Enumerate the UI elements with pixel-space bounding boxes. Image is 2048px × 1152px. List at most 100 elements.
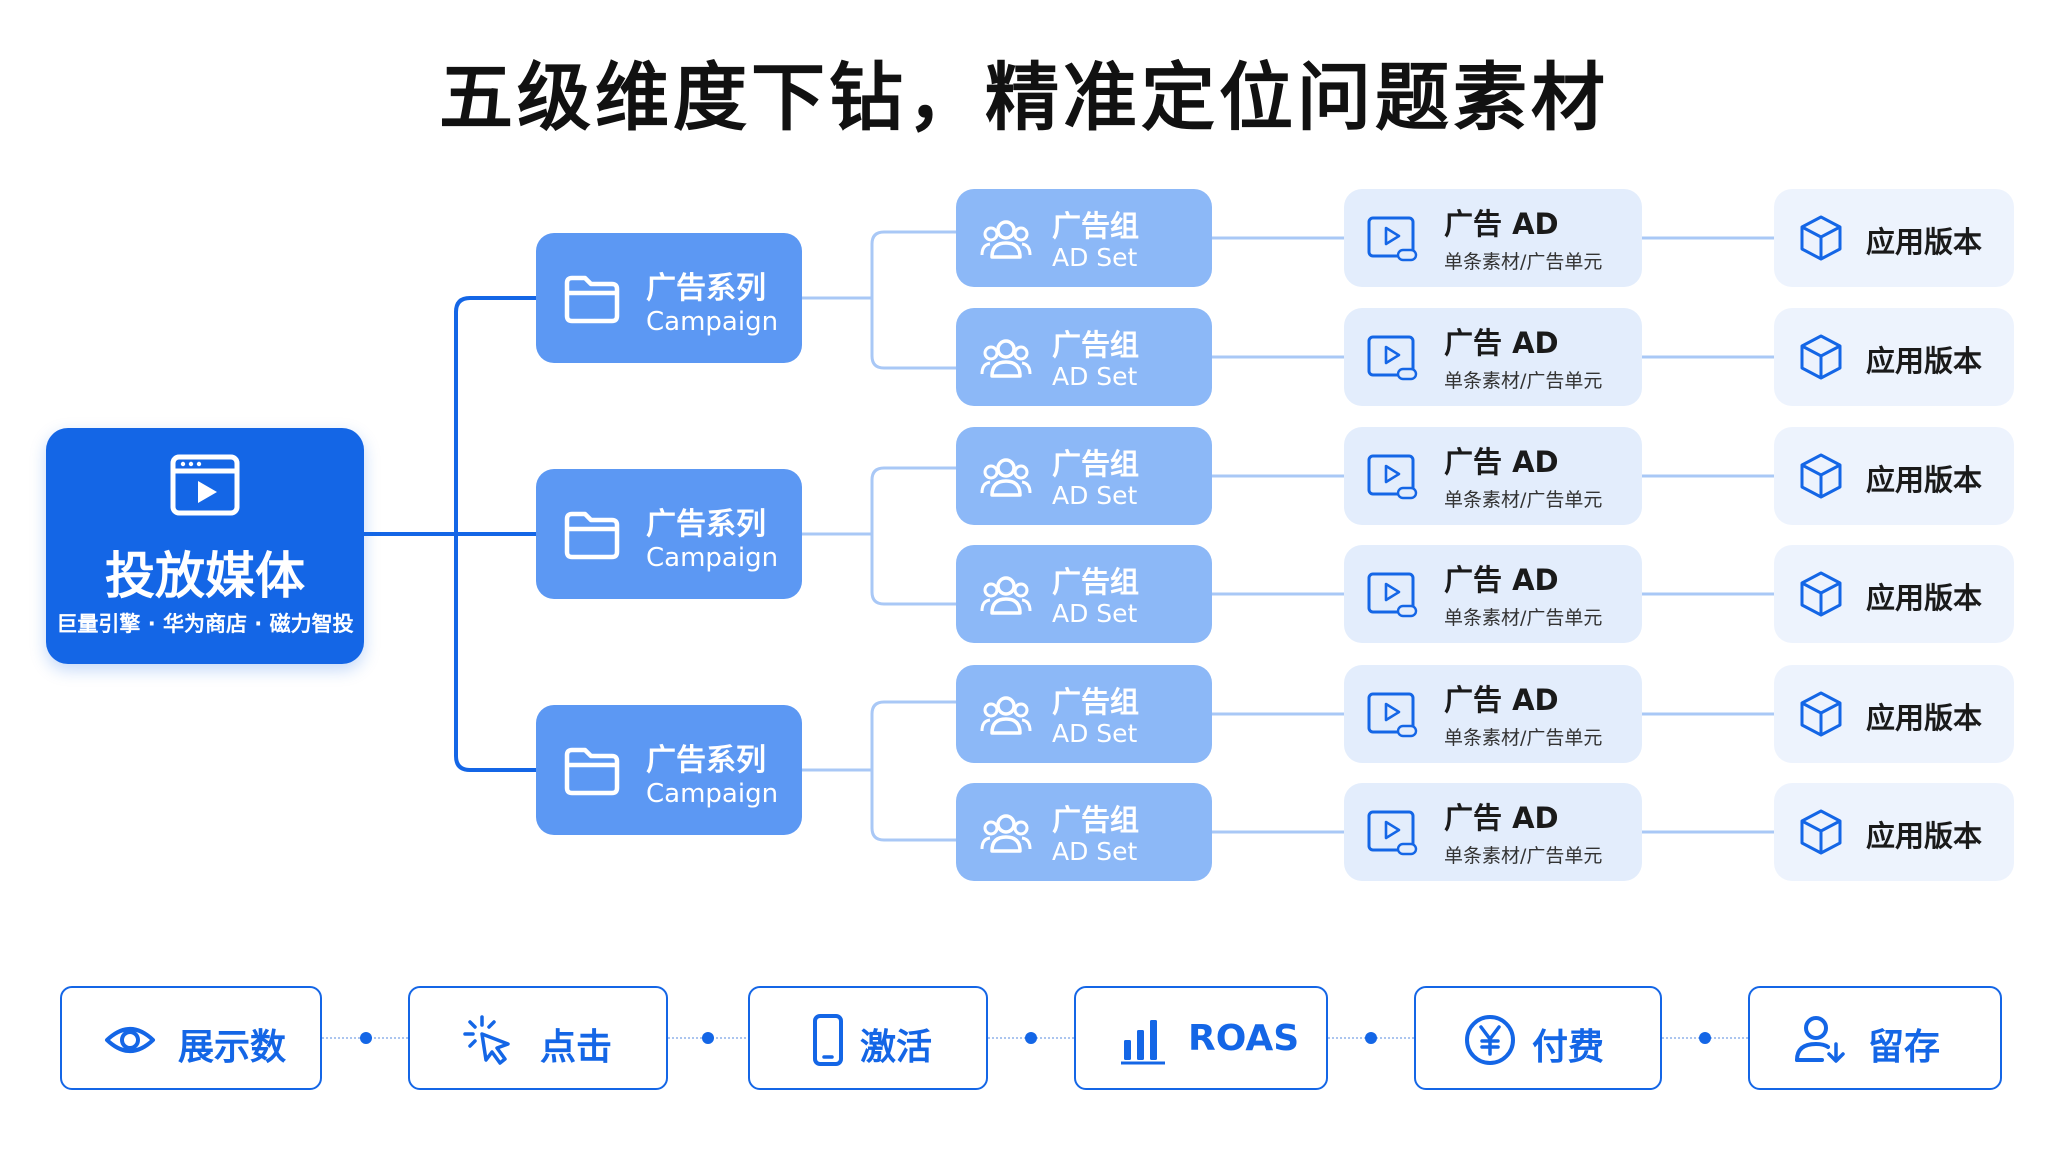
ad-sub: 单条素材/广告单元 [1444, 370, 1603, 392]
campaign-label: 广告系列 [646, 507, 766, 542]
ad-label: 广告 AD [1444, 207, 1559, 241]
adset-label: 广告组 [1052, 803, 1140, 837]
ad-label: 广告 AD [1444, 801, 1559, 835]
adset-node[interactable]: 广告组 AD Set [956, 308, 1212, 406]
version-label: 应用版本 [1866, 225, 1983, 259]
ad-node[interactable]: 广告 AD 单条素材/广告单元 [1344, 545, 1642, 643]
cube-icon [1800, 215, 1842, 261]
campaign-branch-lines [800, 230, 958, 842]
yen-icon [1465, 1015, 1515, 1065]
eye-icon [105, 1027, 155, 1053]
user-download-icon [1795, 1016, 1845, 1063]
version-node[interactable]: 应用版本 [1774, 783, 2014, 881]
metric-label: 点击 [540, 1027, 613, 1068]
adset-node[interactable]: 广告组 AD Set [956, 665, 1212, 763]
adset-node[interactable]: 广告组 AD Set [956, 545, 1212, 643]
ad-sub: 单条素材/广告单元 [1444, 251, 1603, 273]
cube-icon [1800, 571, 1842, 617]
adset-label: 广告组 [1052, 328, 1140, 362]
folder-icon [564, 511, 620, 560]
video-play-icon [1367, 216, 1418, 262]
adset-sub: AD Set [1052, 599, 1138, 628]
version-label: 应用版本 [1866, 344, 1983, 378]
ad-sub: 单条素材/广告单元 [1444, 607, 1603, 629]
cube-icon [1800, 334, 1842, 380]
phone-icon [813, 1014, 843, 1066]
ad-sub: 单条素材/广告单元 [1444, 845, 1603, 867]
page-title: 五级维度下钻，精准定位问题素材 [439, 55, 1609, 141]
adset-sub: AD Set [1052, 243, 1138, 272]
cube-icon [1800, 691, 1842, 737]
adset-node[interactable]: 广告组 AD Set [956, 189, 1212, 287]
version-label: 应用版本 [1866, 463, 1983, 497]
adset-label: 广告组 [1052, 447, 1140, 481]
ad-node[interactable]: 广告 AD 单条素材/广告单元 [1344, 308, 1642, 406]
adset-sub: AD Set [1052, 837, 1138, 866]
ad-label: 广告 AD [1444, 683, 1559, 717]
metric-clicks[interactable]: 点击 [408, 986, 668, 1090]
folder-icon [564, 275, 620, 324]
users-icon [980, 339, 1032, 378]
metric-payment[interactable]: 付费 [1414, 986, 1662, 1090]
video-play-icon [1367, 454, 1418, 500]
campaign-sub: Campaign [646, 543, 779, 573]
version-label: 应用版本 [1866, 581, 1983, 615]
users-icon [980, 220, 1032, 259]
adset-label: 广告组 [1052, 685, 1140, 719]
video-play-icon [1367, 692, 1418, 738]
version-node[interactable]: 应用版本 [1774, 545, 2014, 643]
version-label: 应用版本 [1866, 701, 1983, 735]
video-window-icon [170, 454, 240, 516]
root-title: 投放媒体 [105, 547, 305, 605]
metric-activation[interactable]: 激活 [748, 986, 988, 1090]
video-play-icon [1367, 335, 1418, 381]
version-node[interactable]: 应用版本 [1774, 665, 2014, 763]
metric-label: 激活 [860, 1027, 933, 1068]
version-node[interactable]: 应用版本 [1774, 308, 2014, 406]
metric-connectors [322, 1032, 1748, 1044]
ad-node[interactable]: 广告 AD 单条素材/广告单元 [1344, 665, 1642, 763]
version-label: 应用版本 [1866, 819, 1983, 853]
adset-node[interactable]: 广告组 AD Set [956, 427, 1212, 525]
adset-sub: AD Set [1052, 362, 1138, 391]
metric-roas[interactable]: ROAS [1074, 986, 1328, 1090]
bar-chart-icon [1121, 1020, 1165, 1065]
campaign-node[interactable]: 广告系列 Campaign [536, 469, 802, 599]
folder-icon [564, 747, 620, 796]
ad-label: 广告 AD [1444, 326, 1559, 360]
root-branch-lines [362, 296, 538, 772]
campaign-label: 广告系列 [646, 743, 766, 778]
level-lines [1212, 236, 1774, 834]
ad-label: 广告 AD [1444, 563, 1559, 597]
ad-node[interactable]: 广告 AD 单条素材/广告单元 [1344, 783, 1642, 881]
root-subtitle: 巨量引擎 · 华为商店 · 磁力智投 [56, 612, 354, 636]
adset-node[interactable]: 广告组 AD Set [956, 783, 1212, 881]
root-node-media[interactable]: 投放媒体 巨量引擎 · 华为商店 · 磁力智投 [46, 428, 364, 664]
users-icon [980, 814, 1032, 853]
adset-sub: AD Set [1052, 481, 1138, 510]
ad-node[interactable]: 广告 AD 单条素材/广告单元 [1344, 189, 1642, 287]
cube-icon [1800, 809, 1842, 855]
metric-impressions[interactable]: 展示数 [60, 986, 322, 1090]
campaign-node[interactable]: 广告系列 Campaign [536, 233, 802, 363]
users-icon [980, 458, 1032, 497]
adset-sub: AD Set [1052, 719, 1138, 748]
users-icon [980, 696, 1032, 735]
ad-sub: 单条素材/广告单元 [1444, 489, 1603, 511]
campaign-sub: Campaign [646, 307, 779, 337]
metric-label: 付费 [1532, 1027, 1605, 1068]
campaign-label: 广告系列 [646, 271, 766, 306]
users-icon [980, 576, 1032, 615]
metric-label: 展示数 [178, 1027, 287, 1068]
ad-node[interactable]: 广告 AD 单条素材/广告单元 [1344, 427, 1642, 525]
campaign-node[interactable]: 广告系列 Campaign [536, 705, 802, 835]
cube-icon [1800, 453, 1842, 499]
adset-label: 广告组 [1052, 565, 1140, 599]
metric-label: 留存 [1868, 1027, 1941, 1068]
version-node[interactable]: 应用版本 [1774, 427, 2014, 525]
version-node[interactable]: 应用版本 [1774, 189, 2014, 287]
metric-retention[interactable]: 留存 [1748, 986, 2002, 1090]
cursor-click-icon [463, 1015, 510, 1065]
video-play-icon [1367, 810, 1418, 856]
